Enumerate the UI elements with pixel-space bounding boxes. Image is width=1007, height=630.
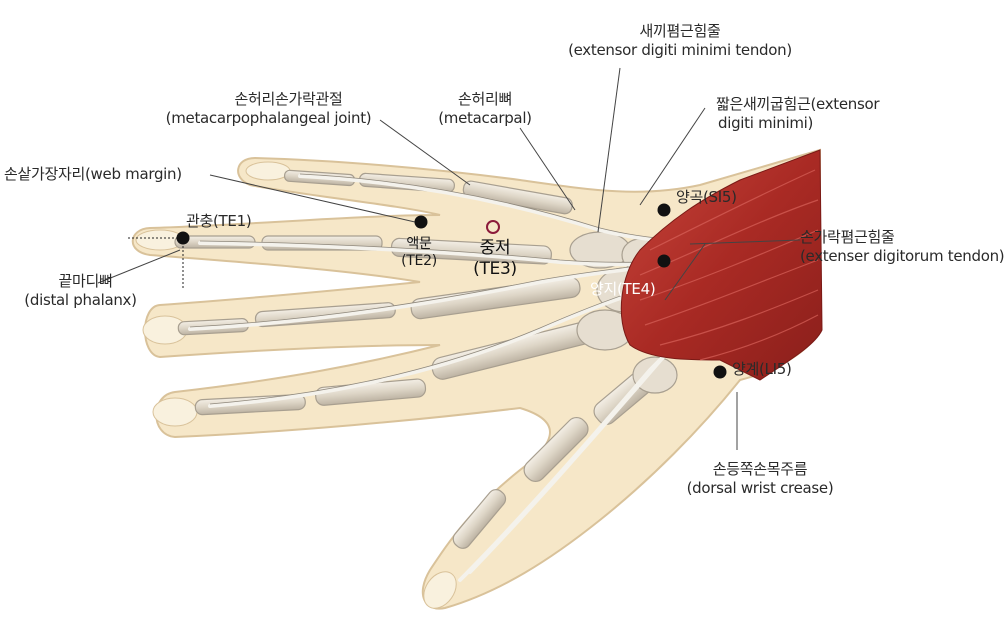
point-te2-code: (TE2) <box>401 253 437 269</box>
label-ext-digiti-minimi-tendon-ko: 새끼폄근힘줄 <box>639 22 721 40</box>
label-distal-phalanx-ko: 끝마디뼈 <box>58 272 113 290</box>
leader-lines <box>97 67 801 450</box>
point-te3-label: 중저 (TE3) <box>465 238 525 280</box>
te1-dotted-guides <box>128 237 184 290</box>
label-mcp-joint: 손허리손가락관절 (metacarpophalangeal joint) <box>156 90 381 128</box>
point-si5-label: 양곡(SI5) <box>676 188 737 206</box>
label-ext-digiti-minimi: 짧은새끼굽힘근(extensor digiti minimi) <box>716 95 880 133</box>
label-metacarpal: 손허리뼈 (metacarpal) <box>430 90 540 128</box>
label-mcp-joint-en: (metacarpophalangeal joint) <box>165 109 372 127</box>
label-distal-phalanx-en: (distal phalanx) <box>24 291 137 309</box>
point-te3-name: 중저 <box>479 238 511 258</box>
point-te4-dot <box>657 254 671 268</box>
nail-little <box>245 161 291 181</box>
point-te4-label: 양지(TE4) <box>590 280 656 298</box>
point-te3-ring <box>486 220 500 234</box>
label-metacarpal-ko: 손허리뼈 <box>457 90 512 108</box>
label-dorsal-wrist-crease: 손등쪽손목주름 (dorsal wrist crease) <box>680 460 840 498</box>
point-si5-dot <box>657 203 671 217</box>
forearm-muscles <box>620 149 823 381</box>
label-dorsal-wrist-crease-en: (dorsal wrist crease) <box>686 479 834 497</box>
label-web-margin: 손샅가장자리(web margin) <box>4 165 182 183</box>
label-ext-digitorum-tendon-en: (extenser digitorum tendon) <box>800 247 1005 265</box>
label-ext-digiti-minimi-en: digiti minimi) <box>718 114 814 132</box>
label-distal-phalanx: 끝마디뼈 (distal phalanx) <box>18 272 143 310</box>
point-te1-label: 관충(TE1) <box>186 212 252 230</box>
point-te2-name: 액문 <box>406 236 432 252</box>
point-li5-dot <box>713 365 727 379</box>
label-ext-digiti-minimi-tendon: 새끼폄근힘줄 (extensor digiti minimi tendon) <box>555 22 805 60</box>
label-mcp-joint-ko: 손허리손가락관절 <box>234 90 343 108</box>
label-dorsal-wrist-crease-ko: 손등쪽손목주름 <box>712 460 808 478</box>
point-li5-label: 양계(LI5) <box>732 360 792 378</box>
label-ext-digitorum-tendon-ko: 손가락폄근힘줄 <box>800 228 895 246</box>
label-ext-digitorum-tendon: 손가락폄근힘줄 (extenser digitorum tendon) <box>800 228 1005 266</box>
label-ext-digiti-minimi-ko: 짧은새끼굽힘근(extensor <box>716 95 880 113</box>
label-ext-digiti-minimi-tendon-en: (extensor digiti minimi tendon) <box>568 41 792 59</box>
point-te3-code: (TE3) <box>473 259 517 279</box>
label-metacarpal-en: (metacarpal) <box>438 109 532 127</box>
nail-thumb <box>423 571 457 609</box>
point-te2-label: 액문 (TE2) <box>393 236 445 270</box>
point-te1-dot <box>176 231 190 245</box>
point-te2-dot <box>414 215 428 229</box>
nail-index <box>152 397 198 427</box>
